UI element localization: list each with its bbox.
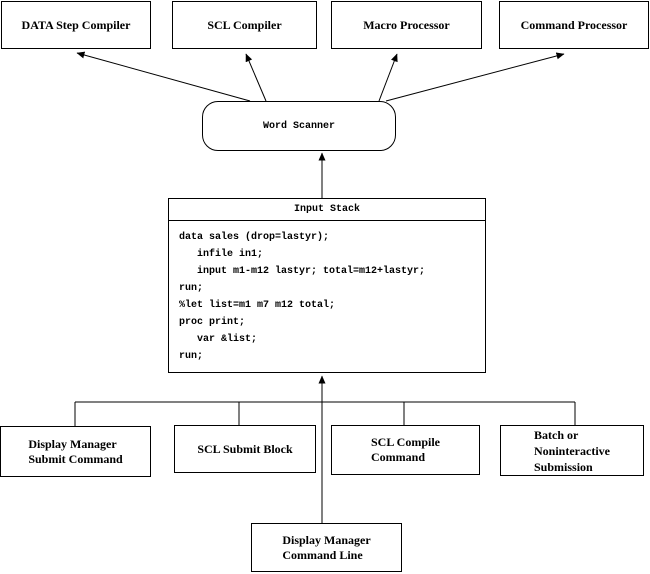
node-label: Batch or Noninteractive Submission: [534, 427, 610, 474]
node-scl-compiler: SCL Compiler: [172, 1, 317, 49]
node-display-manager-submit-command: Display Manager Submit Command: [0, 426, 151, 477]
edge-scanner-to-data-step-compiler: [76, 51, 251, 102]
input-stack-code: data sales (drop=lastyr); infile in1; in…: [179, 232, 426, 362]
node-data-step-compiler: DATA Step Compiler: [1, 1, 151, 49]
node-input-stack: Input Stack data sales (drop=lastyr); in…: [168, 198, 486, 373]
node-display-manager-command-line: Display Manager Command Line: [251, 523, 402, 572]
edge-scanner-to-scl-compiler: [245, 53, 267, 102]
input-stack-title: Input Stack: [169, 199, 485, 221]
node-word-scanner: Word Scanner: [202, 101, 396, 151]
node-command-processor: Command Processor: [499, 1, 649, 49]
node-label: SCL Compile Command: [370, 435, 440, 464]
edge-scanner-to-macro-processor: [378, 53, 398, 102]
node-macro-processor: Macro Processor: [331, 1, 482, 49]
node-batch-noninteractive-submission: Batch or Noninteractive Submission: [500, 425, 644, 476]
node-label: Display Manager Command Line: [282, 532, 371, 562]
node-scl-submit-block: SCL Submit Block: [174, 425, 316, 473]
node-label: Display Manager Submit Command: [28, 436, 123, 466]
edge-scanner-to-command-processor: [385, 52, 565, 102]
node-scl-compile-command: SCL Compile Command: [331, 425, 480, 475]
